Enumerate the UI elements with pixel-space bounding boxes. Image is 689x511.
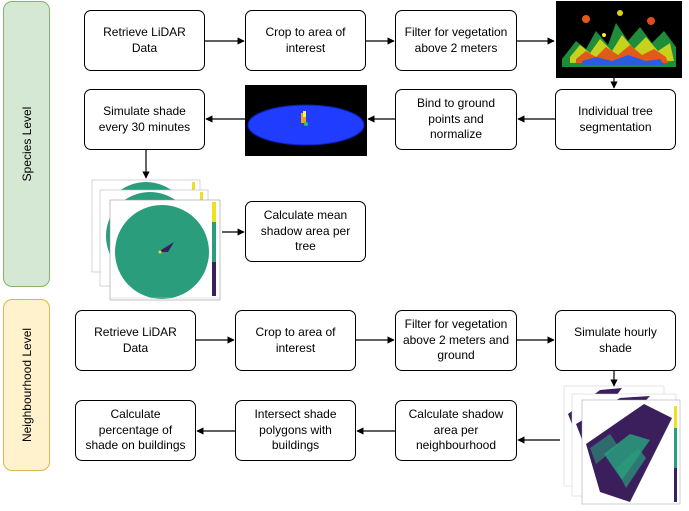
species-retrieve-lidar-box: Retrieve LiDAR Data	[84, 10, 205, 71]
species-crop-box: Crop to area of interest	[245, 10, 366, 71]
species-filter-box: Filter for vegetation above 2 meters	[395, 10, 517, 71]
neigh-map-front	[581, 399, 681, 505]
point-cloud-trees	[562, 10, 676, 67]
neighbourhood-shade-maps-image	[563, 385, 681, 505]
species-simulate-shade-box: Simulate shade every 30 minutes	[84, 89, 205, 150]
species-mean-shadow-box: Calculate mean shadow area per tree	[245, 201, 366, 262]
shade-map-front	[109, 199, 221, 301]
species-bind-normalize-box: Bind to ground points and normalize	[395, 89, 517, 150]
normalized-ground-image	[245, 85, 367, 156]
species-segmentation-box: Individual tree segmentation	[555, 89, 676, 150]
neigh-crop-box: Crop to area of interest	[235, 310, 356, 371]
species-level-lane: Species Level	[3, 1, 50, 287]
neigh-filter-box: Filter for vegetation above 2 meters and…	[395, 310, 517, 371]
neigh-percentage-box: Calculate percentage of shade on buildin…	[75, 400, 196, 461]
lidar-point-cloud-image	[556, 1, 682, 78]
neigh-shadow-area-box: Calculate shadow area per neighbourhood	[395, 400, 517, 461]
neigh-intersect-box: Intersect shade polygons with buildings	[235, 400, 356, 461]
neigh-simulate-hourly-box: Simulate hourly shade	[555, 310, 676, 371]
neighbourhood-level-lane: Neighbourhood Level	[3, 299, 50, 471]
species-shade-maps-image	[91, 179, 221, 301]
neigh-retrieve-lidar-box: Retrieve LiDAR Data	[75, 310, 196, 371]
